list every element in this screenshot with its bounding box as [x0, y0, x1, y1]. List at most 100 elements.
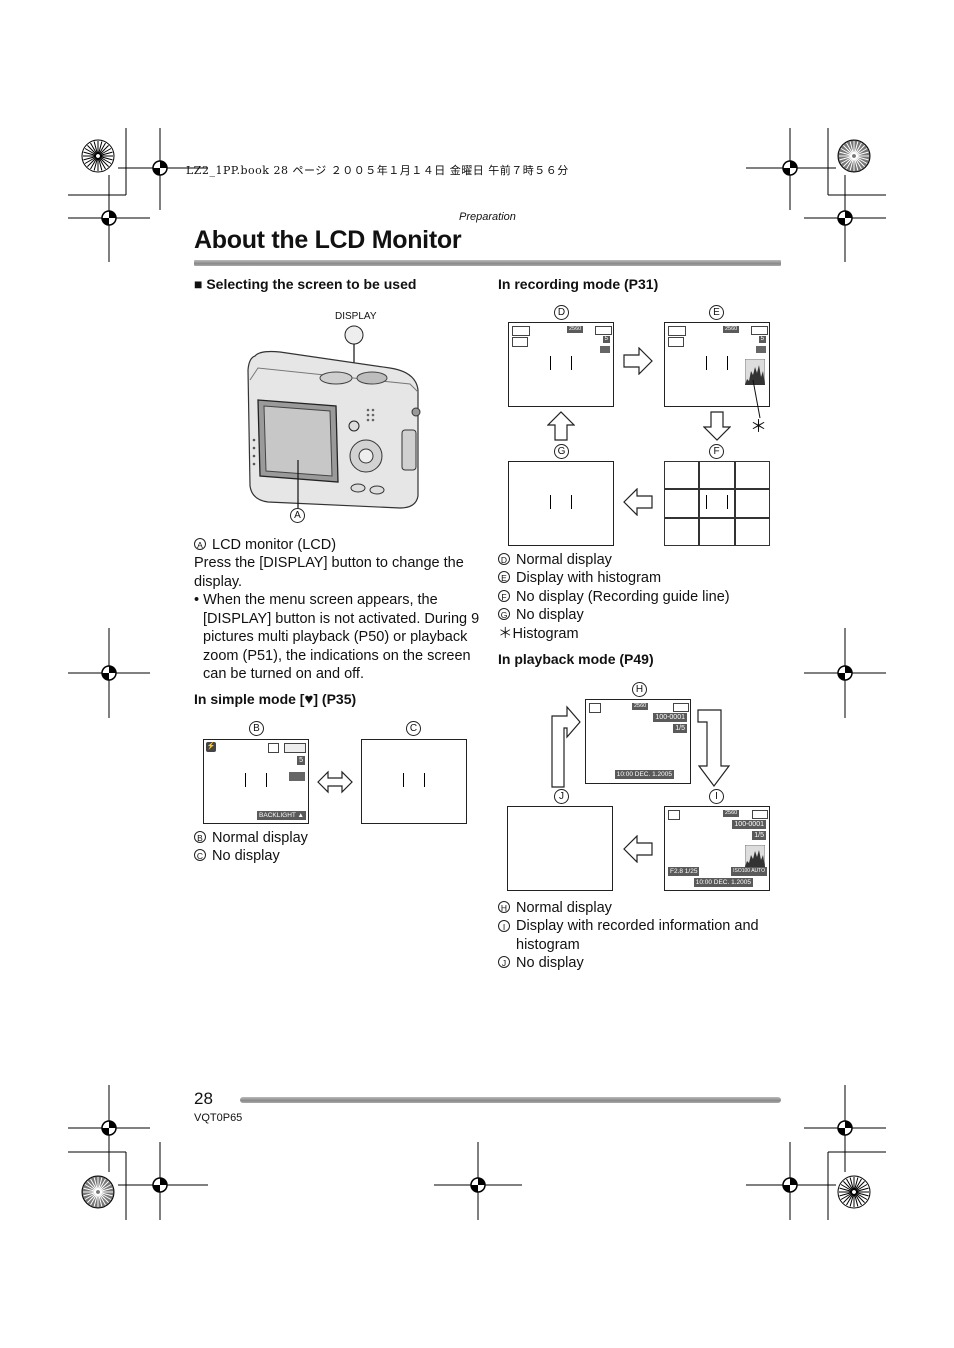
registration-ray — [98, 142, 106, 155]
exposure-info: F2.8 1/25 — [668, 867, 700, 876]
play-no-display-screen — [507, 806, 613, 891]
legend-g-text: No display — [516, 607, 584, 623]
simple-mode-heading: In simple mode [♥] (P35) — [194, 691, 356, 708]
file-number: 100-0001 — [653, 713, 687, 722]
registration-ray — [99, 1192, 113, 1197]
registration-ray — [855, 145, 865, 155]
registration-ray — [99, 156, 113, 161]
flash-mode-icon — [512, 337, 528, 347]
registration-ray — [93, 1177, 98, 1191]
play-normal-screen: 2560 100-0001 1/5 10:00 DEC. 1.2005 — [585, 699, 691, 784]
callout-d-marker: D — [554, 305, 569, 320]
registration-ray — [98, 1178, 106, 1191]
registration-ray — [854, 1193, 859, 1207]
registration-ray — [84, 1184, 97, 1192]
menu-note-bullet: • When the menu screen appears, the [DIS… — [194, 592, 480, 682]
registration-ray — [843, 157, 853, 167]
registration-ray — [99, 156, 112, 164]
registration-ray — [99, 148, 112, 156]
registration-ray — [855, 157, 865, 167]
backlight-indicator: BACKLIGHT ▲ — [257, 811, 306, 820]
registration-ray — [849, 157, 854, 171]
play-mode-icon — [668, 810, 680, 820]
registration-ray — [90, 1178, 98, 1191]
registration-ray — [854, 1193, 862, 1206]
label-f: F — [498, 590, 510, 602]
quality-icon — [756, 346, 766, 353]
registration-ray — [855, 1193, 865, 1203]
af-frame — [245, 773, 267, 787]
registration-ray — [846, 1178, 854, 1191]
label-e: E — [498, 571, 510, 583]
callout-f-marker: F — [709, 444, 724, 459]
registration-ray — [84, 1192, 97, 1200]
af-frame — [403, 773, 425, 787]
play-info-histogram-screen: 2560 100-0001 1/5 F2.8 1/25 ISO100 AUTO … — [664, 806, 770, 891]
picture-size: 2560 — [567, 326, 584, 333]
file-header-line: LZ2_1PP.book 28 ページ ２００５年１月１４日 金曜日 午前７時５… — [186, 164, 569, 177]
registration-ray — [99, 1181, 109, 1191]
registration-ray — [849, 141, 854, 155]
arrow-up-bent-icon — [551, 705, 581, 788]
registration-ray — [98, 157, 106, 170]
histogram-pointer — [752, 379, 761, 419]
registration-ray — [839, 1192, 853, 1197]
registration-ray — [849, 1193, 854, 1207]
rec-no-display-screen — [508, 461, 614, 546]
label-h: H — [498, 901, 510, 913]
remaining-count: 5 — [758, 336, 766, 343]
callout-g-marker: G — [554, 444, 569, 459]
registration-ray — [855, 151, 869, 156]
legend-e-text: Display with histogram — [516, 570, 662, 586]
picture-count: 1/5 — [752, 831, 766, 840]
legend-f-text: No display (Recording guide line) — [516, 589, 730, 605]
rec-legend-f: F No display (Recording guide line) — [498, 588, 730, 607]
label-d: D — [498, 553, 510, 565]
registration-ray — [855, 1187, 869, 1192]
registration-ray — [99, 157, 109, 167]
simple-heading-pre: In simple mode [ — [194, 691, 305, 707]
registration-ray — [99, 1193, 109, 1203]
registration-ray — [840, 1192, 853, 1200]
record-date: 10:00 DEC. 1.2005 — [614, 770, 674, 779]
registration-ray — [83, 1192, 97, 1197]
registration-ray — [839, 1187, 853, 1192]
registration-ray — [93, 1193, 98, 1207]
iso-info: ISO100 AUTO — [731, 867, 767, 876]
battery-icon — [673, 703, 689, 712]
callout-j-marker: J — [554, 789, 569, 804]
battery-icon — [284, 743, 306, 753]
registration-ray — [99, 151, 113, 156]
legend-d-text: Normal display — [516, 552, 612, 568]
battery-icon — [751, 326, 768, 335]
registration-ray — [87, 145, 97, 155]
item-a-text: LCD monitor (LCD) — [212, 537, 337, 553]
registration-ray — [846, 142, 854, 155]
label-g: G — [498, 608, 510, 620]
rec-legend-d: D Normal display — [498, 551, 612, 570]
playback-mode-heading: In playback mode (P49) — [498, 651, 654, 667]
histogram-asterisk: ＊ — [750, 417, 767, 436]
label-b: B — [194, 831, 206, 843]
registration-ray — [854, 142, 862, 155]
simple-heading-post: ] (P35) — [313, 691, 357, 707]
registration-ray — [855, 156, 868, 164]
legend-i-text: Display with recorded information and hi… — [516, 918, 759, 953]
item-c-text: No display — [212, 848, 280, 864]
registration-ray — [98, 157, 103, 171]
remaining-count: 5 — [602, 336, 610, 343]
arrow-right-icon — [623, 347, 653, 375]
af-frame — [706, 495, 728, 509]
registration-ray — [99, 1187, 113, 1192]
af-frame — [550, 495, 572, 509]
model-code: VQT0P65 — [194, 1112, 243, 1124]
registration-ray — [854, 1177, 859, 1191]
registration-ray — [855, 156, 869, 161]
af-frame — [706, 356, 728, 370]
recording-mode-heading: In recording mode (P31) — [498, 276, 659, 292]
histogram-note: ＊Histogram — [498, 626, 579, 642]
registration-ray — [98, 1193, 103, 1207]
